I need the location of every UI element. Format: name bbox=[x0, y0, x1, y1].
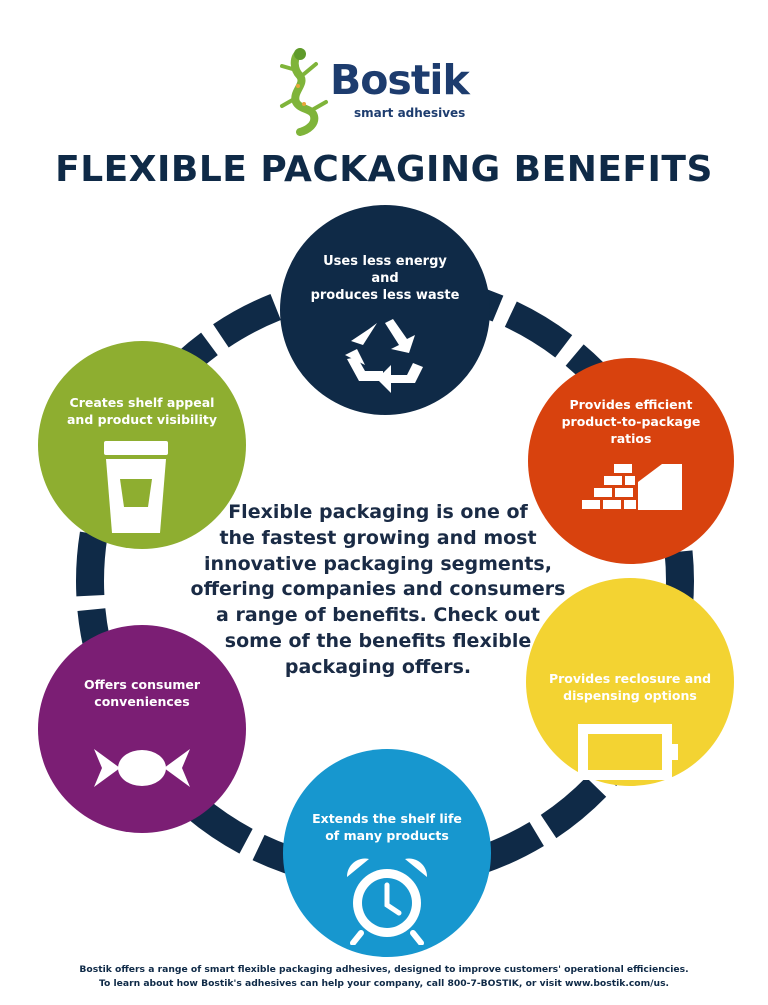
footer-text: Bostik offers a range of smart flexible … bbox=[79, 964, 689, 989]
page-title: FLEXIBLE PACKAGING BENEFITS bbox=[55, 149, 713, 190]
benefit-ratios-label: Provides efficient product-to-package ra… bbox=[561, 397, 701, 446]
brand-name: Bostik bbox=[330, 56, 470, 104]
benefit-appeal-label: Creates shelf appeal and product visibil… bbox=[67, 395, 217, 427]
benefit-ratios-circle: Provides efficient product-to-package ra… bbox=[528, 358, 734, 564]
benefit-reclose-label: Provides reclosure and dispensing option… bbox=[548, 671, 712, 703]
benefit-energy-label: Uses less energy and produces less waste bbox=[310, 254, 460, 303]
brand-tagline: smart adhesives bbox=[354, 106, 466, 120]
benefit-convenience-circle: Offers consumer conveniences bbox=[38, 625, 246, 833]
gecko-icon bbox=[280, 48, 328, 136]
recycle-icon bbox=[345, 319, 423, 393]
alarm-clock-icon bbox=[346, 858, 428, 945]
benefit-convenience-label: Offers consumer conveniences bbox=[83, 677, 201, 709]
candy-wrapper-icon bbox=[94, 749, 190, 787]
brick-wall-ratio-icon bbox=[582, 464, 682, 510]
stand-up-pouch-icon bbox=[104, 441, 168, 533]
benefit-energy-circle: Uses less energy and produces less waste bbox=[280, 205, 490, 415]
battery-box-icon bbox=[578, 724, 678, 780]
benefit-appeal-circle: Creates shelf appeal and product visibil… bbox=[38, 341, 246, 549]
bostik-logo: Bostik smart adhesives bbox=[270, 48, 510, 136]
center-description: Flexible packaging is one of the fastest… bbox=[190, 501, 566, 678]
benefit-shelf-circle: Extends the shelf life of many products bbox=[283, 749, 491, 957]
benefit-reclose-circle: Provides reclosure and dispensing option… bbox=[526, 578, 734, 786]
benefit-shelf-label: Extends the shelf life of many products bbox=[312, 811, 462, 843]
